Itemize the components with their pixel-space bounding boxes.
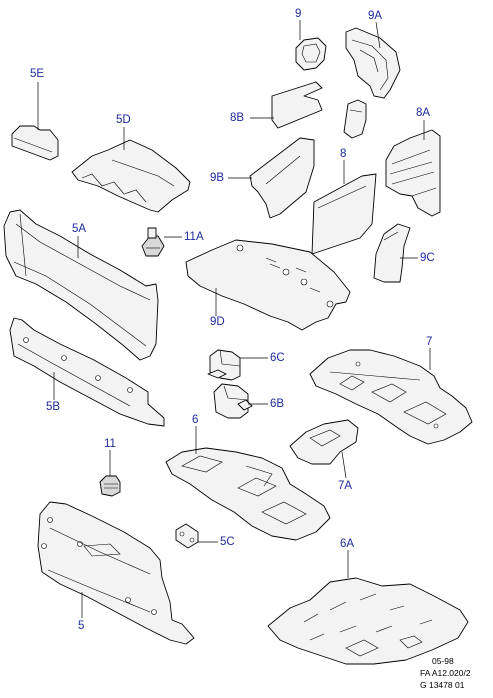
reference-drawing-number: G 13478 01 [420, 680, 465, 690]
part-8-panel [311, 173, 377, 255]
callout-7: 7 [426, 336, 433, 348]
callout-9a: 9A [368, 10, 383, 22]
part-5d-insulator [71, 139, 191, 213]
part-7a-pad [289, 419, 359, 465]
part-9d-floor-panel [185, 239, 351, 331]
part-11a-fastener [141, 227, 165, 257]
part-9a-duct [345, 27, 401, 99]
callout-9d: 9D [210, 316, 225, 328]
part-8a-panel [385, 129, 441, 217]
callout-6: 6 [192, 414, 199, 426]
callout-9c: 9C [420, 252, 435, 264]
callout-8: 8 [340, 148, 347, 160]
part-9a-lower-piece [343, 99, 367, 139]
callout-6c: 6C [270, 352, 285, 364]
reference-code: FA A12.020/2 [420, 668, 471, 678]
callout-5a: 5A [72, 223, 87, 235]
callout-5d: 5D [116, 114, 131, 126]
part-8b-panel [271, 81, 323, 129]
callout-8b: 8B [230, 112, 245, 124]
callout-9: 9 [295, 8, 302, 20]
part-9-clip [295, 37, 327, 71]
part-5b-insulator [9, 317, 165, 427]
part-11-fastener [99, 475, 121, 497]
callout-5e: 5E [30, 68, 45, 80]
callout-5: 5 [78, 620, 85, 632]
part-5c-clip [175, 523, 199, 549]
part-6c-block [207, 349, 241, 381]
leader-lines [37, 20, 431, 618]
part-6a-floor-mat [267, 577, 469, 665]
part-9b-panel [249, 137, 315, 219]
callout-5b: 5B [46, 401, 61, 413]
callout-5c: 5C [220, 536, 235, 548]
reference-date: 05-98 [432, 656, 454, 666]
callout-11: 11 [104, 438, 116, 450]
callout-6b: 6B [270, 398, 285, 410]
part-7-floor-insulator [309, 349, 473, 445]
callout-6a: 6A [340, 538, 355, 550]
part-6b-block [213, 383, 253, 419]
callout-11a: 11A [184, 231, 204, 243]
part-6-floor-insulator [165, 447, 331, 541]
part-5a-dash-insulator [3, 209, 159, 361]
callout-7a: 7A [338, 480, 353, 492]
part-5-dash-insulator [37, 501, 195, 645]
callout-9b: 9B [210, 172, 225, 184]
part-9c-panel [373, 223, 411, 283]
callout-8a: 8A [416, 107, 431, 119]
part-5e-pad [11, 125, 59, 161]
